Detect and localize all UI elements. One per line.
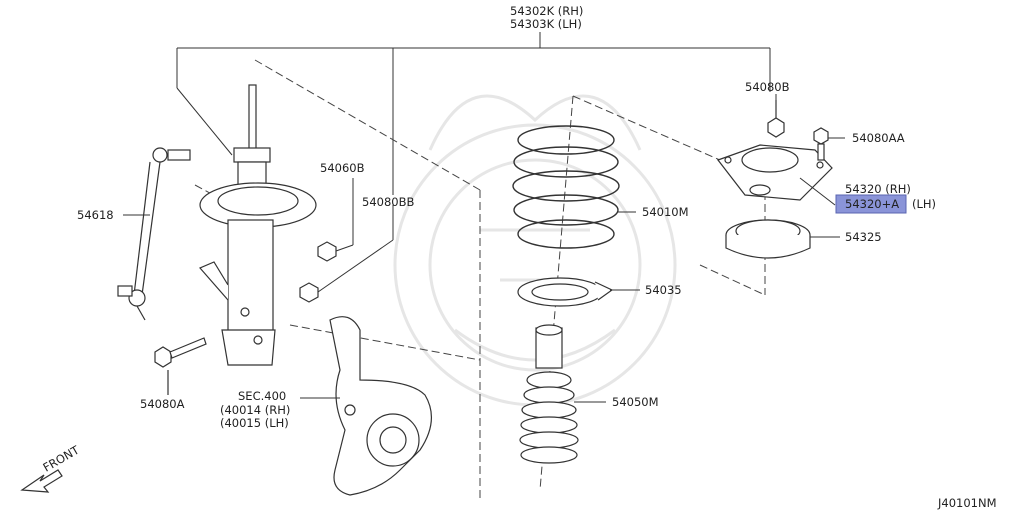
label-54320-rh: 54320 (RH) (845, 182, 911, 196)
strut-bearing (725, 219, 811, 259)
steering-knuckle (329, 316, 432, 496)
spring-seat (517, 277, 614, 307)
front-arrow-icon (20, 469, 63, 493)
label-54050m: 54050M (612, 395, 659, 409)
label-front: FRONT (41, 442, 83, 474)
label-54320a: 54320+A (845, 197, 899, 211)
stabilizer-link (117, 147, 191, 321)
label-54325: 54325 (845, 230, 882, 244)
label-sec-400-rh: (40014 (RH) (220, 403, 290, 417)
label-54010m: 54010M (642, 205, 689, 219)
label-sec-400-lh: (40015 (LH) (220, 416, 289, 430)
strut-nuts (299, 241, 337, 303)
label-54035: 54035 (645, 283, 682, 297)
label-sec-400: SEC.400 (238, 389, 286, 403)
strut-mount (717, 144, 833, 201)
diagram-id: J40101NM (937, 496, 997, 510)
strut-assembly (199, 84, 317, 366)
label-54080a: 54080A (140, 397, 185, 411)
coil-spring (512, 125, 620, 249)
guide-lines (194, 59, 766, 500)
label-54080bb: 54080BB (362, 195, 414, 209)
label-54080aa: 54080AA (852, 131, 905, 145)
assembly-bracket (176, 32, 771, 195)
mount-fasteners (767, 100, 829, 161)
leader-lines (123, 94, 845, 403)
label-54302k: 54302K (RH) (510, 4, 583, 18)
label-54080b: 54080B (745, 80, 790, 94)
label-54060b: 54060B (320, 161, 365, 175)
bolt-54080a (154, 337, 207, 395)
bound-bumper (519, 324, 579, 464)
label-54303k: 54303K (LH) (510, 17, 582, 31)
label-54618: 54618 (77, 208, 114, 222)
highlight-box (835, 194, 907, 214)
watermark-emblem (393, 94, 677, 407)
label-54320a-side: (LH) (912, 197, 936, 211)
